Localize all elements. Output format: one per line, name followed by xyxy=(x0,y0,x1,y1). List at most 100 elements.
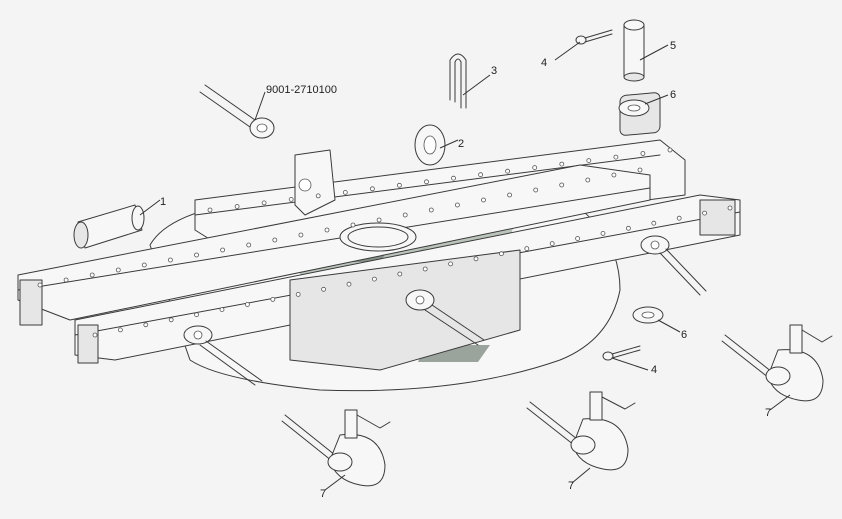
rivet-hole xyxy=(92,332,98,338)
rivet-hole xyxy=(402,212,408,218)
rivet-hole xyxy=(498,251,504,257)
callout-6-right: 6 xyxy=(681,329,687,341)
rivet-hole xyxy=(63,277,69,283)
frame-hinge-right xyxy=(640,235,707,296)
callout-1: 1 xyxy=(160,196,166,208)
rivet-hole xyxy=(194,312,200,318)
rivet-hole xyxy=(559,161,565,167)
rivet-hole xyxy=(422,266,428,272)
rivet-hole xyxy=(702,210,707,216)
rivet-hole xyxy=(371,276,377,282)
part-3-clip xyxy=(449,53,467,109)
rivet-hole xyxy=(585,177,591,183)
rivet-hole xyxy=(640,151,646,156)
rivet-hole xyxy=(246,242,252,248)
part-1-sleeve xyxy=(73,204,145,249)
part-4-cotter-lower xyxy=(602,345,641,361)
rivet-hole xyxy=(141,262,147,268)
rivet-hole xyxy=(637,167,643,173)
frame-front-rail xyxy=(17,164,651,326)
rivet-hole xyxy=(288,196,294,202)
rivet-hole xyxy=(167,257,173,263)
rivet-hole xyxy=(118,327,123,333)
rivet-hole xyxy=(505,168,511,174)
rivet-hole xyxy=(473,256,479,262)
rivet-hole xyxy=(397,271,403,277)
frame-hinge-left xyxy=(183,325,263,386)
rivet-hole xyxy=(37,282,43,288)
rivet-hole xyxy=(559,182,565,188)
rail-holes xyxy=(37,147,733,338)
callout-labels: 9001-2710100 1 2 3 4 4 5 6 6 7 7 7 xyxy=(160,40,771,500)
rivet-hole xyxy=(270,296,276,302)
callout-7-center: 7 xyxy=(568,480,574,492)
rivet-hole xyxy=(324,227,330,233)
rivet-hole xyxy=(219,307,225,313)
rivet-hole xyxy=(524,246,530,252)
part-7-hook-right xyxy=(721,324,833,402)
callout-5: 5 xyxy=(670,40,676,52)
callout-4-top: 4 xyxy=(541,57,547,69)
rivet-hole xyxy=(143,322,149,328)
rivet-hole xyxy=(342,189,348,195)
rivet-hole xyxy=(575,236,580,241)
rivet-hole xyxy=(454,202,460,208)
rivet-hole xyxy=(611,172,617,178)
rivet-hole xyxy=(626,225,631,231)
rivet-hole xyxy=(369,186,375,192)
callout-part-number: 9001-2710100 xyxy=(266,84,337,96)
part-6-washer-right xyxy=(632,306,664,324)
rivet-hole xyxy=(727,205,733,211)
rivet-hole xyxy=(533,187,539,193)
rivet-hole xyxy=(424,179,429,185)
rivet-hole xyxy=(207,207,213,213)
rivet-hole xyxy=(89,272,95,278)
rivet-hole xyxy=(272,237,278,243)
part-4-cotter-top xyxy=(575,29,613,45)
rivet-hole xyxy=(295,291,301,297)
rivet-hole xyxy=(261,200,267,206)
rivet-hole xyxy=(234,204,240,209)
part-6-washer-top xyxy=(618,99,650,117)
part-7-hook-center xyxy=(526,391,636,471)
callout-6-top: 6 xyxy=(670,89,676,101)
rivet-hole xyxy=(481,197,486,203)
rivet-hole xyxy=(549,241,555,247)
center-box xyxy=(289,249,521,371)
rivet-hole xyxy=(676,215,682,221)
rivet-hole xyxy=(586,158,592,164)
leader-lines xyxy=(139,41,791,491)
callout-3: 3 xyxy=(491,65,497,77)
rivet-hole xyxy=(600,230,606,236)
rivet-hole xyxy=(651,220,657,226)
rivet-hole xyxy=(115,267,121,273)
rivet-hole xyxy=(350,222,356,228)
callout-2: 2 xyxy=(458,138,464,150)
callout-7-left: 7 xyxy=(320,488,326,500)
rivet-hole xyxy=(448,261,454,267)
rivet-hole xyxy=(428,207,434,213)
rivet-hole xyxy=(315,193,321,199)
rivet-hole xyxy=(396,182,402,188)
rivet-hole xyxy=(298,232,304,238)
rivet-hole xyxy=(478,172,484,178)
frame-hinge-center xyxy=(405,289,485,346)
rivet-hole xyxy=(168,317,174,323)
callout-7-right: 7 xyxy=(765,407,771,419)
rivet-hole xyxy=(613,154,619,160)
rivet-hole xyxy=(244,302,250,307)
callout-4-lower: 4 xyxy=(651,364,657,376)
center-bearing xyxy=(339,222,417,252)
part-7-hook-left xyxy=(281,409,391,487)
rivet-hole xyxy=(507,192,513,198)
rivet-hole xyxy=(667,147,673,153)
part-2-washer xyxy=(414,124,446,166)
part-5-cylinder xyxy=(623,19,645,82)
rivet-hole xyxy=(532,165,538,171)
rear-bracket xyxy=(294,149,336,216)
rivet-hole xyxy=(194,252,199,258)
part-pin-eye xyxy=(199,84,275,139)
rivet-hole xyxy=(321,286,327,292)
